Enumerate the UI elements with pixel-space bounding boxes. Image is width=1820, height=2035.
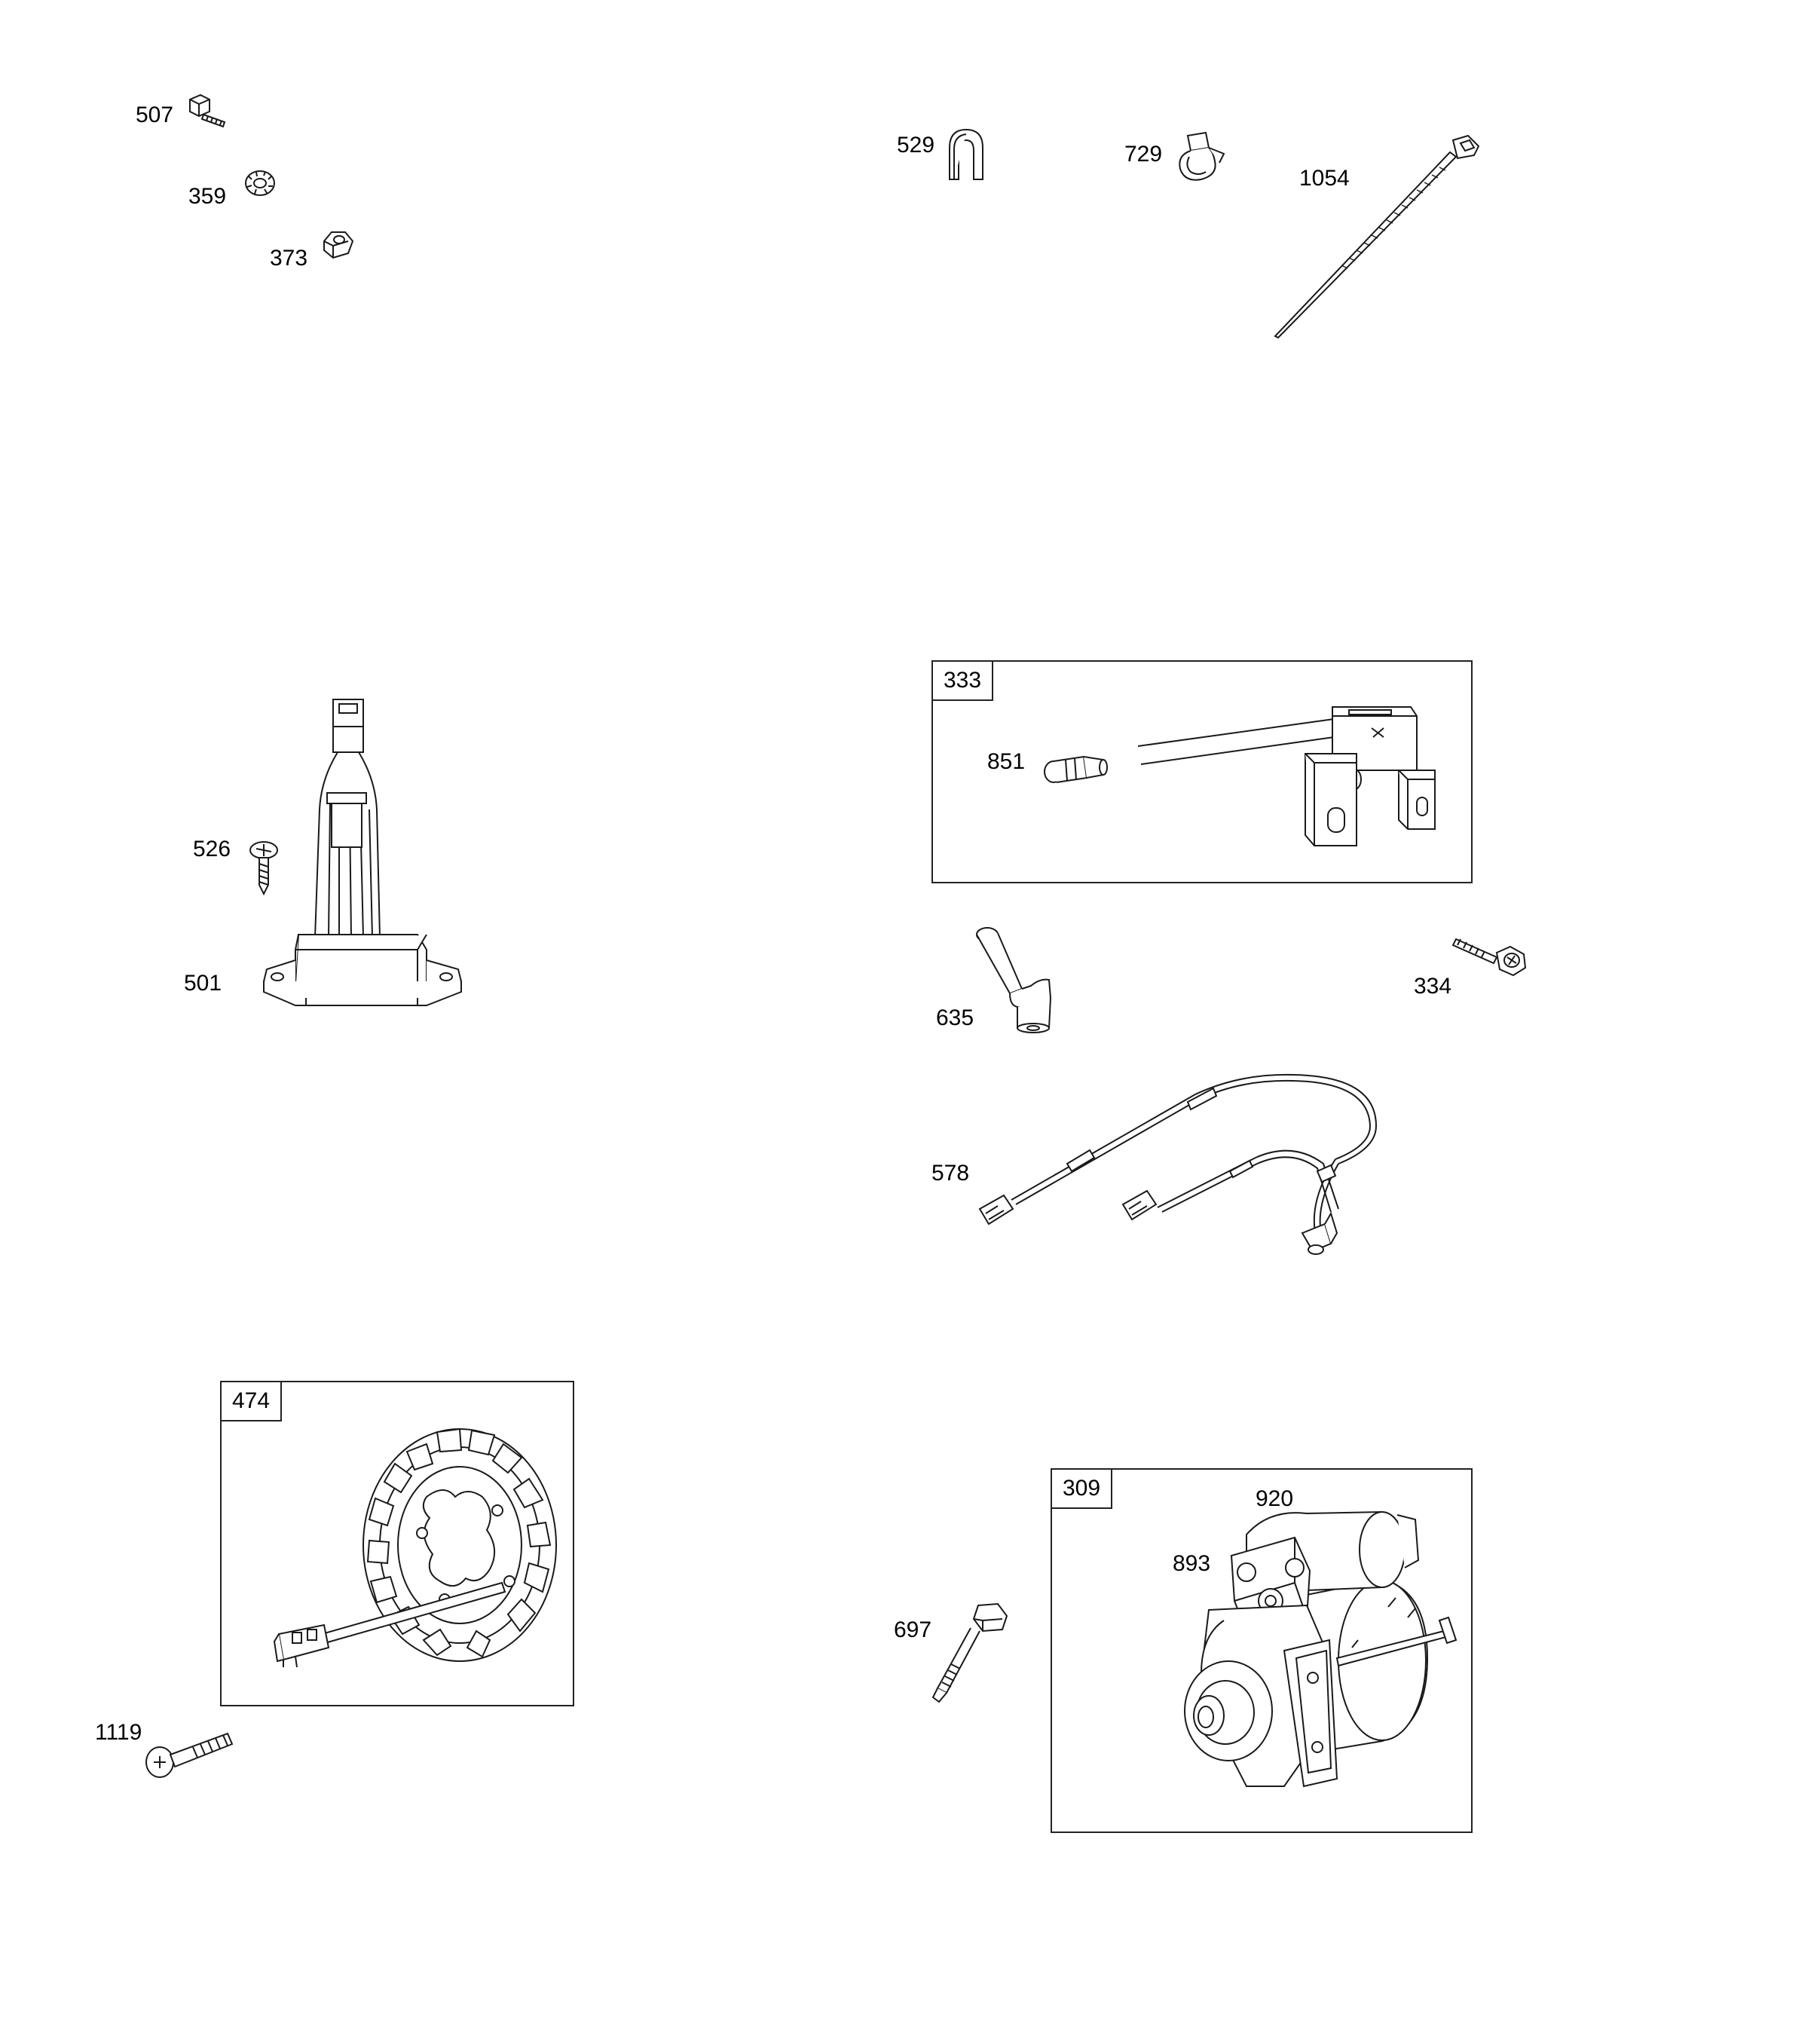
kit-label-333[interactable]: 333	[933, 662, 994, 701]
callout-507[interactable]: 507	[136, 103, 174, 127]
terminal-screw-507-icon[interactable]	[187, 92, 231, 131]
callout-635[interactable]: 635	[936, 1005, 974, 1030]
callout-529[interactable]: 529	[897, 133, 935, 158]
callout-1054[interactable]: 1054	[1299, 166, 1350, 191]
callout-578[interactable]: 578	[931, 1161, 970, 1186]
kit-box-474: 474	[220, 1381, 574, 1706]
callout-893[interactable]: 893	[1173, 1551, 1211, 1576]
spark-plug-terminal-851-icon[interactable]	[1040, 752, 1109, 788]
callout-526[interactable]: 526	[193, 837, 231, 861]
wire-harness-578-icon[interactable]	[977, 1066, 1391, 1263]
hex-nut-373-icon[interactable]	[320, 228, 356, 262]
kit-label-309[interactable]: 309	[1052, 1470, 1113, 1509]
lock-washer-359-icon[interactable]	[241, 166, 279, 200]
screw-334-icon[interactable]	[1451, 932, 1530, 980]
alternator-stator-474-icon[interactable]	[256, 1421, 558, 1670]
spark-plug-boot-635-icon[interactable]	[971, 923, 1073, 1034]
kit-box-309: 309	[1051, 1468, 1473, 1833]
voltage-regulator-501-icon[interactable]	[261, 696, 464, 1021]
callout-1119[interactable]: 1119	[95, 1720, 142, 1745]
wire-clip-729-icon[interactable]	[1171, 130, 1228, 187]
callout-729[interactable]: 729	[1124, 142, 1163, 167]
cable-tie-1054-icon[interactable]	[1266, 133, 1485, 344]
callout-697[interactable]: 697	[894, 1617, 932, 1642]
grommet-529-icon[interactable]	[944, 125, 989, 182]
callout-920[interactable]: 920	[1256, 1486, 1294, 1511]
screw-526-icon[interactable]	[246, 838, 283, 897]
screw-1119-icon[interactable]	[143, 1727, 235, 1780]
callout-501[interactable]: 501	[184, 971, 222, 996]
callout-334[interactable]: 334	[1414, 974, 1452, 999]
callout-359[interactable]: 359	[188, 184, 227, 209]
callout-373[interactable]: 373	[270, 246, 308, 271]
ignition-armature-333-icon[interactable]	[1130, 698, 1447, 864]
starter-motor-309-icon[interactable]	[1156, 1507, 1458, 1801]
bolt-697-icon[interactable]	[931, 1601, 1016, 1705]
callout-851[interactable]: 851	[987, 749, 1026, 774]
kit-label-474[interactable]: 474	[222, 1382, 283, 1421]
kit-box-333: 333	[931, 660, 1473, 883]
